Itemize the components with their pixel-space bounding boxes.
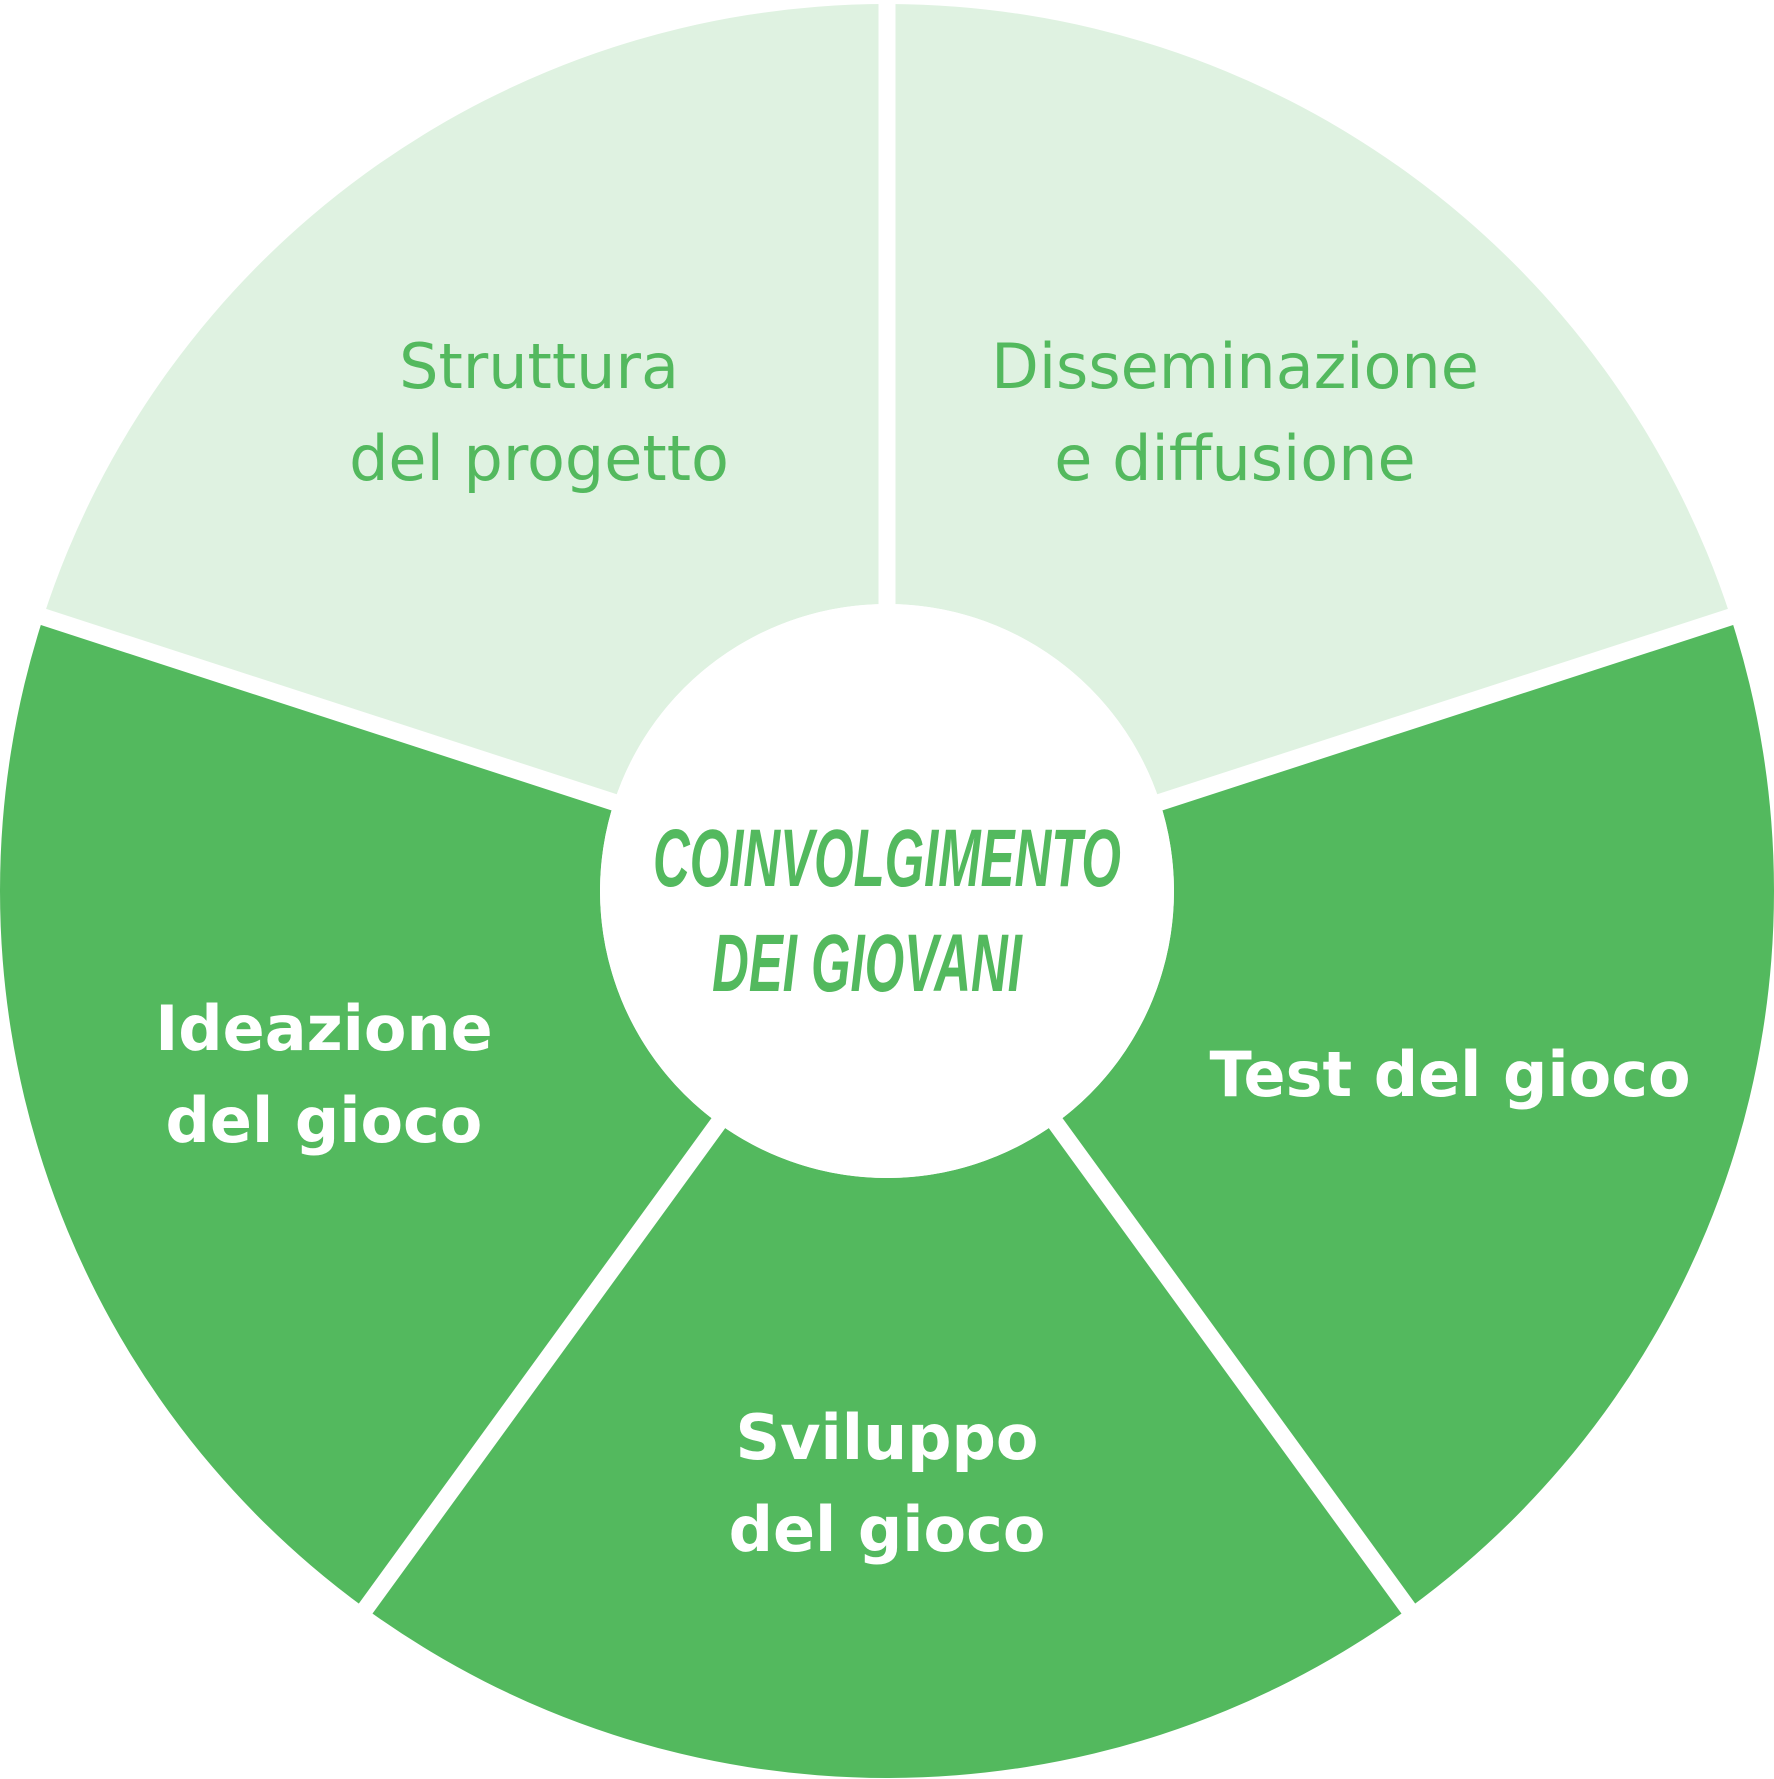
center-title: COINVOLGIMENTO DEI GIOVANI xyxy=(653,813,1121,1009)
center-hub xyxy=(600,604,1174,1178)
segment-label-disseminazione: Disseminazione e diffusione xyxy=(991,330,1479,495)
segment-label-line: Struttura xyxy=(399,330,679,403)
center-title-line-2: DEI GIOVANI xyxy=(712,918,1023,1009)
segment-label-sviluppo: Sviluppo del gioco xyxy=(729,1401,1046,1566)
segment-label-line: del progetto xyxy=(349,422,729,495)
segment-label-struttura: Struttura del progetto xyxy=(349,330,729,495)
segment-struttura xyxy=(43,4,888,803)
segment-label-ideazione: Ideazione del gioco xyxy=(155,992,492,1157)
segment-label-line: Ideazione xyxy=(155,992,492,1065)
segment-label-line: del gioco xyxy=(729,1493,1046,1566)
segment-disseminazione xyxy=(887,4,1731,803)
segment-label-line: Sviluppo xyxy=(735,1401,1038,1474)
segment-sviluppo xyxy=(365,1123,1409,1778)
segment-label-line: del gioco xyxy=(166,1084,483,1157)
center-title-line-1: COINVOLGIMENTO xyxy=(653,813,1121,904)
segment-label-test: Test del gioco xyxy=(1209,1038,1690,1111)
segment-label-line: e diffusione xyxy=(1054,422,1415,495)
segment-label-line: Test del gioco xyxy=(1209,1038,1690,1111)
segment-label-line: Disseminazione xyxy=(991,330,1479,403)
